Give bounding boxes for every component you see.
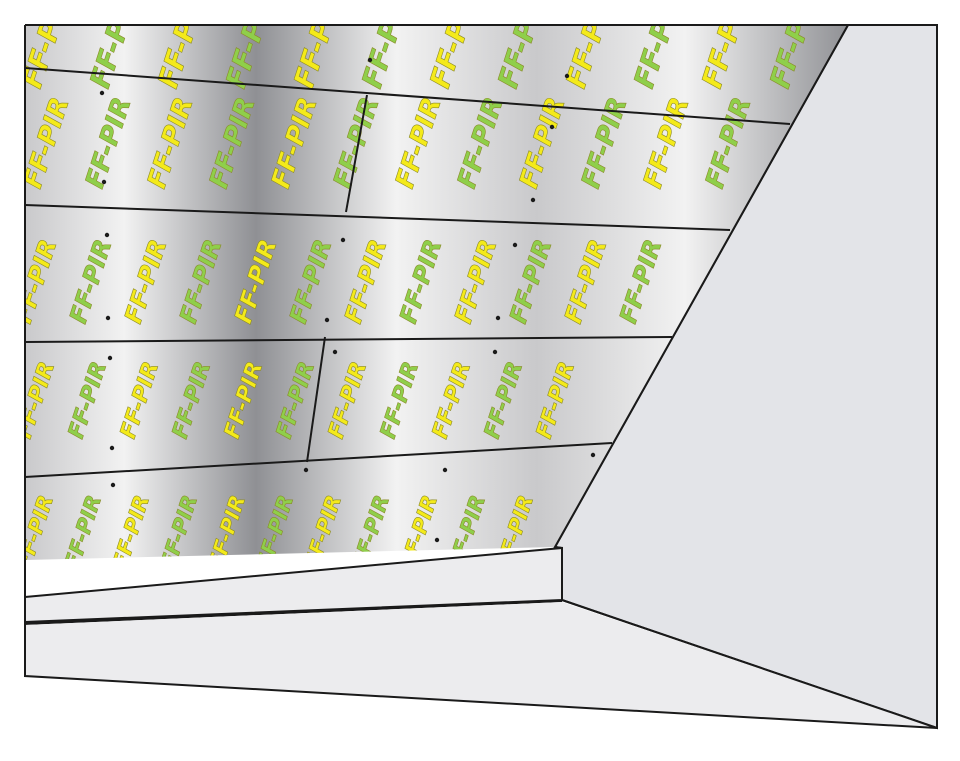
screw xyxy=(512,242,518,248)
outline-strokes xyxy=(24,24,938,729)
board-seam xyxy=(345,94,368,213)
screw xyxy=(434,537,440,543)
screw xyxy=(104,232,110,238)
screw xyxy=(303,467,309,473)
board-seam xyxy=(25,204,731,231)
screw xyxy=(101,179,107,185)
board-seam xyxy=(25,442,613,478)
left-and-bottom-edge xyxy=(24,25,938,729)
screw xyxy=(118,576,122,580)
screw xyxy=(442,467,448,473)
screw xyxy=(105,315,111,321)
screw xyxy=(564,73,570,79)
screw xyxy=(530,197,536,203)
screw xyxy=(324,317,330,323)
screw-group xyxy=(99,57,596,580)
screw xyxy=(492,349,498,355)
skirting-outline xyxy=(24,546,563,623)
screw xyxy=(109,445,115,451)
screw xyxy=(367,57,373,63)
screw xyxy=(99,90,105,96)
screw xyxy=(340,237,346,243)
corner-floor-line xyxy=(561,599,938,729)
screw xyxy=(495,315,501,321)
screw xyxy=(107,355,113,361)
board-seam xyxy=(25,67,791,125)
screw xyxy=(549,124,555,130)
screw xyxy=(110,482,116,488)
board-seams xyxy=(25,67,791,478)
skirting-board xyxy=(25,548,562,622)
board-seam xyxy=(306,336,326,463)
board-seam xyxy=(25,336,673,343)
screw xyxy=(590,452,596,458)
screw xyxy=(332,349,338,355)
lower-wall-band xyxy=(25,602,937,728)
